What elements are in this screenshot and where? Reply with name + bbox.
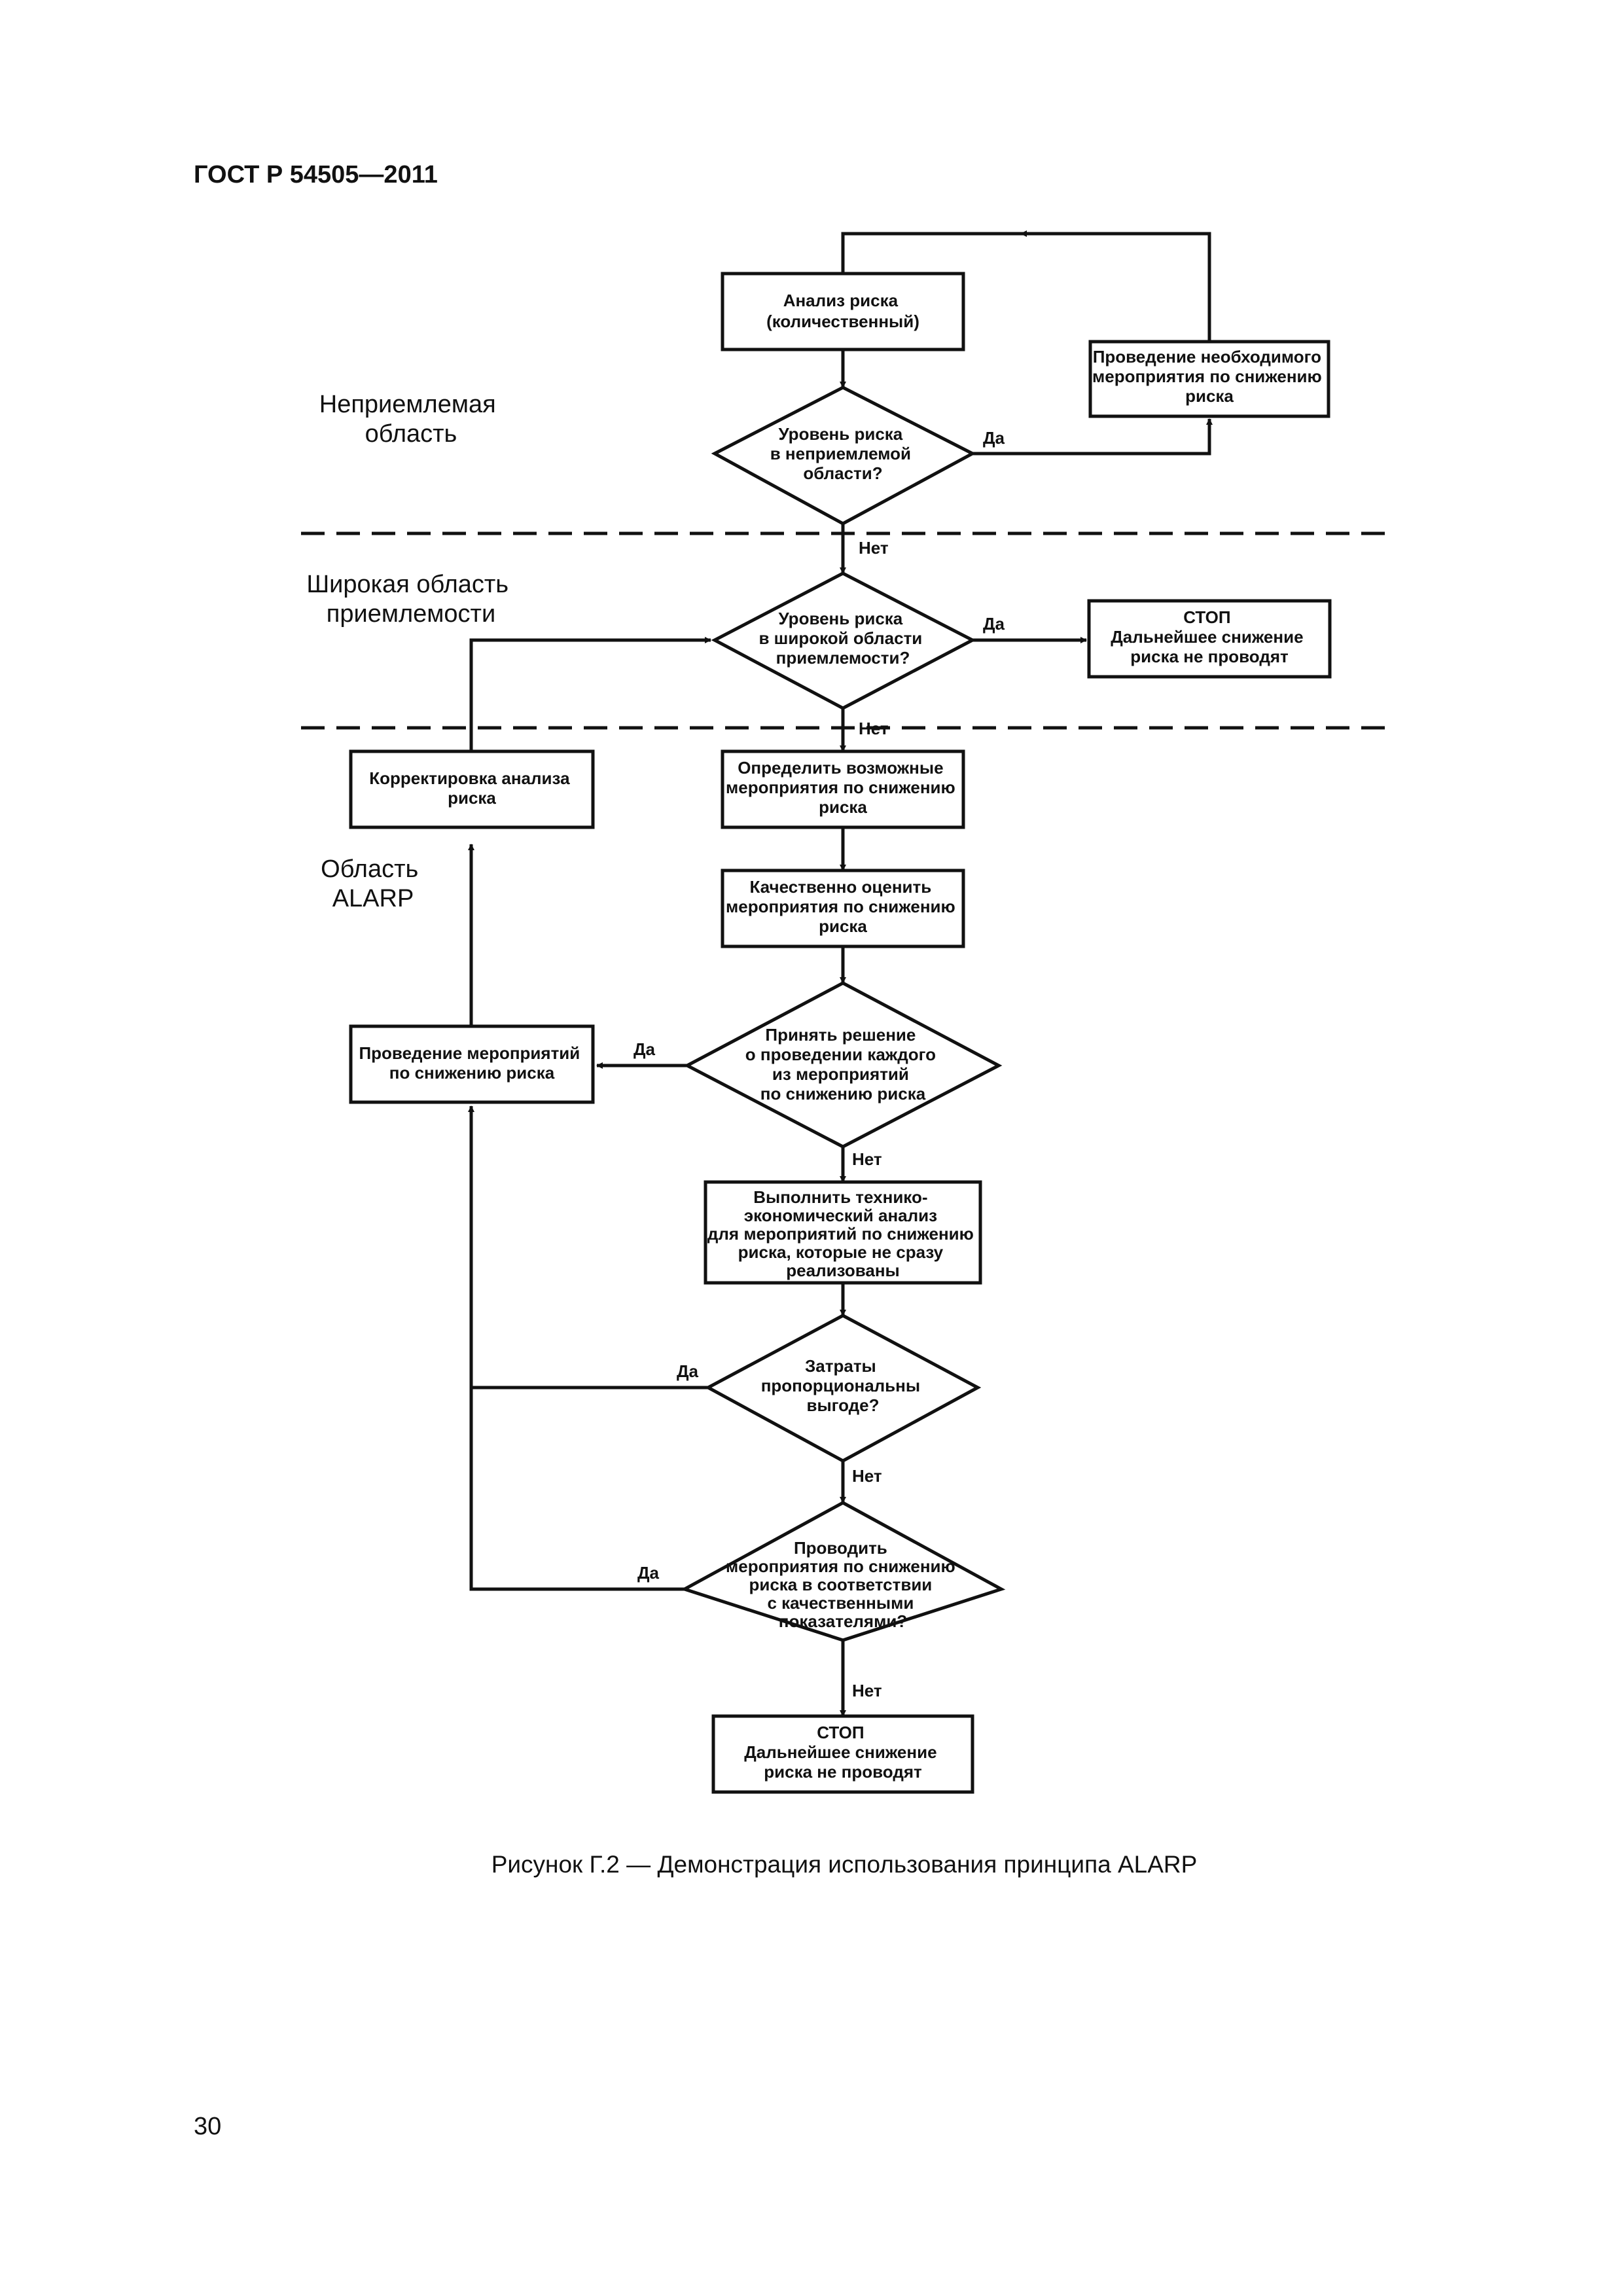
svg-text:Проведение мероприятий п: Проведение мероприятий по снижению риска xyxy=(359,1043,584,1083)
svg-text:Принять решение о провед: Принять решение о проведении каждого из … xyxy=(745,1025,940,1103)
svg-text:Проводить мероприятия по: Проводить мероприятия по снижению риска … xyxy=(726,1538,960,1631)
label-yes-4: Да xyxy=(677,1361,699,1381)
svg-text:Качественно оценить меро: Качественно оценить мероприятия по сниже… xyxy=(726,877,960,936)
zone-label-unacceptable: Неприемлемая область xyxy=(319,391,503,448)
zone-label-alarp: Область ALARP xyxy=(321,855,425,912)
node-decision-qualitative: Проводить мероприятия по снижению риска … xyxy=(680,1501,1006,1642)
document-header: ГОСТ Р 54505—2011 xyxy=(194,161,438,188)
node-identify-measures: Определить возможные мероприятия по сниж… xyxy=(721,749,965,829)
label-yes-2: Да xyxy=(983,614,1005,634)
zone-label-broadly-acceptable: Широкая область приемлемости xyxy=(306,571,515,628)
svg-text:Выполнить технико- эконо: Выполнить технико- экономический анализ … xyxy=(707,1187,978,1280)
node-stop-2: СТОП Дальнейшее снижение риска не провод… xyxy=(711,1714,974,1794)
label-yes-3: Да xyxy=(633,1039,656,1059)
svg-text:Определить возможные мер: Определить возможные мероприятия по сниж… xyxy=(726,758,960,817)
svg-text:Корректировка анализа ри: Корректировка анализа риска xyxy=(369,768,575,808)
svg-text:СТОП Дальнейшее снижение: СТОП Дальнейшее снижение риска не провод… xyxy=(1111,607,1308,666)
label-no-4: Нет xyxy=(852,1466,882,1486)
label-no-3: Нет xyxy=(852,1149,882,1169)
node-decision-cost: Затраты пропорциональны выгоде? xyxy=(704,1314,982,1463)
label-no-2: Нет xyxy=(859,719,889,738)
svg-text:Уровень риска в неприемл: Уровень риска в неприемлемой области? xyxy=(770,424,916,483)
svg-text:Анализ риска (количестве: Анализ риска (количественный) xyxy=(766,291,919,331)
label-yes-5: Да xyxy=(637,1563,660,1583)
figure-caption: Рисунок Г.2 — Демонстрация использования… xyxy=(491,1851,1198,1878)
svg-text:СТОП Дальнейшее снижение: СТОП Дальнейшее снижение риска не провод… xyxy=(744,1723,942,1782)
connectors xyxy=(468,230,1213,1717)
page-number: 30 xyxy=(194,2113,222,2140)
node-decision-implement: Принять решение о проведении каждого из … xyxy=(683,981,1003,1149)
node-implement-measures: Проведение мероприятий по снижению риска xyxy=(349,1024,595,1104)
node-qualitative-assess: Качественно оценить мероприятия по сниже… xyxy=(721,869,965,948)
node-correction: Корректировка анализа риска xyxy=(349,749,595,829)
node-decision-unacceptable: Уровень риска в неприемлемой области? xyxy=(711,386,976,526)
node-feasibility: Выполнить технико- экономический анализ … xyxy=(704,1180,982,1285)
label-no-5: Нет xyxy=(852,1681,882,1700)
svg-text:Уровень риска в широкой: Уровень риска в широкой области приемлем… xyxy=(758,609,927,668)
node-stop-1: СТОП Дальнейшее снижение риска не провод… xyxy=(1087,599,1332,679)
label-no-1: Нет xyxy=(859,538,889,558)
node-decision-broad: Уровень риска в широкой области приемлем… xyxy=(711,571,976,710)
svg-text:Проведение необходимого: Проведение необходимого мероприятия по с… xyxy=(1092,347,1327,406)
node-risk-analysis: Анализ риска (количественный) xyxy=(721,272,965,351)
label-yes-1: Да xyxy=(983,428,1005,448)
node-necessary-measure: Проведение необходимого мероприятия по с… xyxy=(1088,340,1330,418)
svg-text:Затраты пропорциональны: Затраты пропорциональны выгоде? xyxy=(761,1356,925,1415)
